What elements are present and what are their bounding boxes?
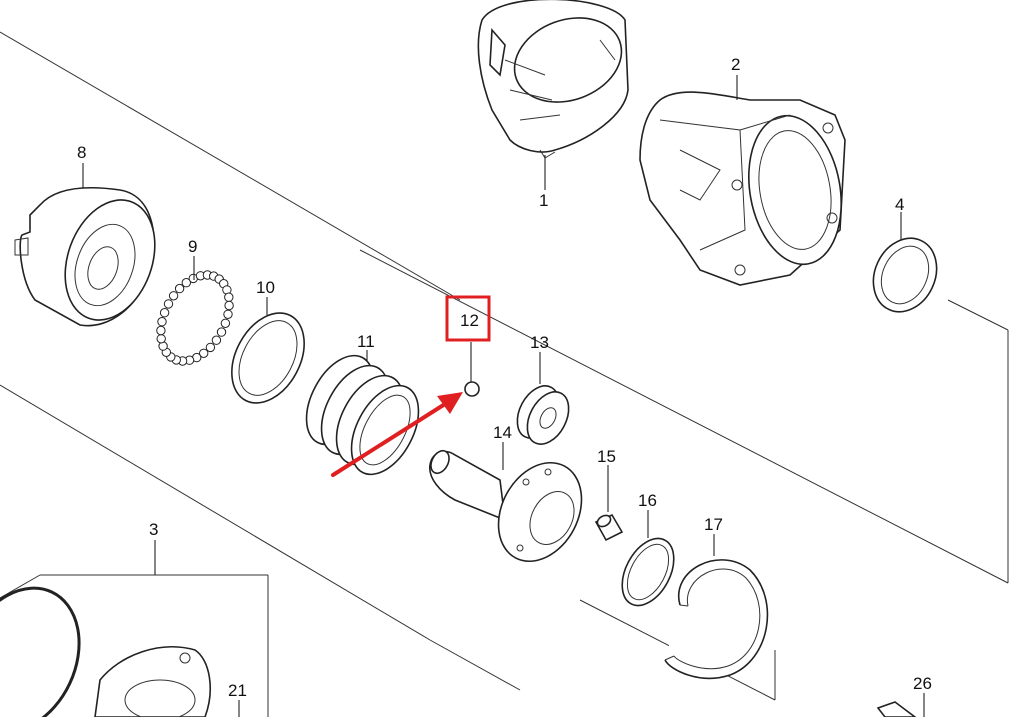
label-part-2: 2 [731, 55, 740, 74]
highlight-box [445, 295, 491, 342]
steel-ball [205, 342, 216, 353]
part-10-ring [231, 312, 305, 404]
steel-ball [174, 283, 185, 294]
part-3-assembly [0, 586, 211, 717]
label-part-16: 16 [638, 491, 657, 510]
steel-ball [156, 334, 166, 344]
label-part-12: 12 [460, 311, 479, 330]
part-26-fragment [876, 701, 917, 717]
label-part-13: 13 [530, 333, 549, 352]
steel-ball [224, 292, 234, 302]
steel-ball [181, 278, 192, 288]
steel-ball [199, 348, 209, 358]
part-8-bearing-holder [14, 187, 156, 327]
steel-ball [220, 318, 231, 328]
part-13-nut [516, 385, 570, 445]
label-part-8: 8 [77, 143, 86, 162]
part-16-ring [621, 537, 675, 607]
highlight-arrow-head [437, 392, 463, 414]
label-part-3: 3 [149, 520, 158, 539]
steel-ball [223, 309, 233, 319]
label-part-21: 21 [228, 681, 247, 700]
leader-lines [82, 75, 925, 717]
highlight-annotation [331, 295, 491, 477]
steel-ball [224, 300, 234, 311]
label-part-14: 14 [493, 423, 512, 442]
label-part-26: 26 [913, 674, 932, 693]
steel-ball [157, 317, 167, 327]
part-9-ball-ring [156, 270, 234, 366]
part-12-steel-ball [464, 381, 480, 397]
label-part-17: 17 [704, 515, 723, 534]
highlight-arrow [331, 402, 447, 477]
label-part-1: 1 [539, 191, 548, 210]
label-part-15: 15 [597, 447, 616, 466]
steel-ball [156, 325, 166, 336]
part-14-spindle [429, 449, 583, 563]
part-labels: 1 2 3 4 8 9 10 11 12 13 14 15 16 17 21 2… [77, 55, 932, 700]
part-17-snap-ring [664, 559, 769, 680]
steel-ball [216, 327, 227, 337]
steel-ball [211, 335, 222, 345]
part-15-pin [594, 513, 624, 542]
steel-ball [168, 291, 179, 301]
steel-ball [163, 299, 174, 309]
label-part-11: 11 [357, 332, 375, 351]
part-4-washer [872, 237, 938, 313]
label-part-10: 10 [256, 278, 275, 297]
part-11-spring [305, 354, 420, 476]
part-1-housing-cup [477, 0, 629, 159]
part-2-gear-housing [639, 91, 846, 286]
label-part-4: 4 [895, 195, 904, 214]
label-part-9: 9 [188, 237, 197, 256]
assembly-frame [0, 31, 1009, 717]
steel-ball [159, 308, 170, 318]
